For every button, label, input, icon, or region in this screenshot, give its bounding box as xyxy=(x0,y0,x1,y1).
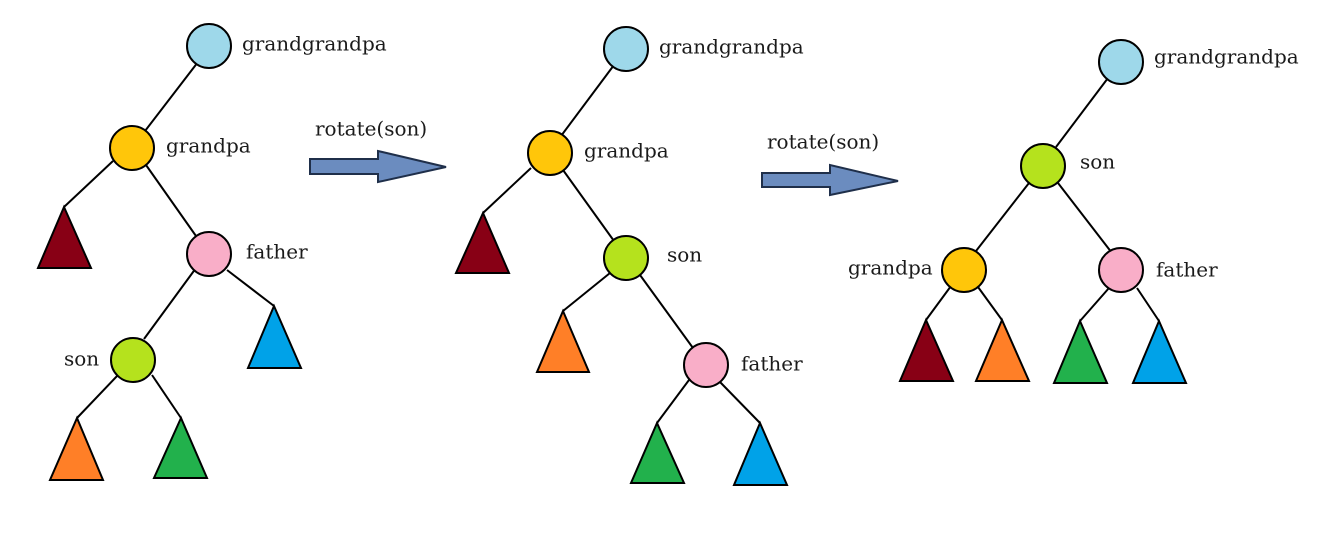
label-son: son xyxy=(667,243,702,267)
edge-grandgrandpa-grandpa xyxy=(144,61,199,132)
edge-grandgrandpa-grandpa xyxy=(560,64,615,137)
subtree-dark-red xyxy=(36,204,93,269)
edge-father-blue-subtree xyxy=(226,269,275,307)
node-grandgrandpa xyxy=(603,26,649,72)
subtree-dark-red xyxy=(454,210,511,274)
label-grandgrandpa: grandgrandpa xyxy=(242,32,387,56)
rotation-arrow-1: rotate(son) xyxy=(309,117,447,184)
edge-grandgrandpa-son xyxy=(1055,77,1109,148)
edge-father-green-subtree xyxy=(656,379,690,424)
edge-son-green-subtree xyxy=(151,374,182,419)
subtree-orange xyxy=(974,317,1031,382)
edge-son-father xyxy=(639,274,694,349)
edge-grandpa-orange-subtree xyxy=(977,286,1003,321)
edge-father-son xyxy=(143,267,197,340)
node-son xyxy=(603,235,649,281)
edge-grandpa-father xyxy=(145,164,197,237)
subtree-blue xyxy=(246,303,303,369)
edge-father-green-subtree xyxy=(1079,287,1110,322)
node-father xyxy=(1098,247,1144,293)
edge-grandpa-dark-red-subtree xyxy=(63,160,114,208)
label-grandpa: grandpa xyxy=(584,139,669,163)
label-grandpa: grandpa xyxy=(166,134,251,158)
tree-after-first-rotation: grandgrandpa grandpa son father xyxy=(454,26,804,486)
edge-father-blue-subtree xyxy=(1136,287,1160,322)
edge-grandpa-son xyxy=(562,169,615,242)
tree-after-second-rotation: grandgrandpa son grandpa father xyxy=(848,39,1299,384)
node-grandgrandpa xyxy=(1098,39,1144,85)
node-grandgrandpa xyxy=(186,23,232,69)
edge-son-father xyxy=(1057,182,1113,254)
node-grandpa xyxy=(527,130,573,176)
subtree-blue xyxy=(732,420,789,486)
node-grandpa xyxy=(941,247,987,293)
label-grandgrandpa: grandgrandpa xyxy=(1154,45,1299,69)
label-grandgrandpa: grandgrandpa xyxy=(659,35,804,59)
node-grandpa xyxy=(109,125,155,171)
arrow-2-label: rotate(son) xyxy=(767,130,879,154)
edge-son-orange-subtree xyxy=(562,272,611,312)
arrow-2-shape xyxy=(761,163,899,197)
node-son xyxy=(1020,143,1066,189)
label-father: father xyxy=(741,352,803,376)
label-father: father xyxy=(1156,258,1218,282)
label-son: son xyxy=(1080,150,1115,174)
node-father xyxy=(186,231,232,277)
label-son: son xyxy=(64,347,99,371)
arrow-1-shape xyxy=(309,149,447,184)
subtree-orange xyxy=(535,308,591,373)
rotation-arrow-2: rotate(son) xyxy=(761,130,899,197)
node-son xyxy=(110,337,156,383)
subtree-green xyxy=(1052,318,1109,384)
edge-grandpa-dark-red-subtree xyxy=(925,285,952,321)
tree-before: grandgrandpa grandpa father son xyxy=(36,23,387,481)
subtree-green xyxy=(152,415,209,479)
edge-grandpa-dark-red-subtree xyxy=(482,167,532,214)
edge-father-blue-subtree xyxy=(719,381,761,424)
arrow-1-label: rotate(son) xyxy=(315,117,427,141)
edge-son-grandpa xyxy=(975,182,1030,252)
subtree-dark-red xyxy=(898,317,955,382)
label-grandpa: grandpa xyxy=(848,256,933,280)
subtree-green xyxy=(629,420,686,484)
edge-son-orange-subtree xyxy=(76,374,119,419)
node-father xyxy=(683,342,729,388)
subtree-blue xyxy=(1131,318,1188,384)
label-father: father xyxy=(246,240,308,264)
subtree-orange xyxy=(48,415,105,481)
